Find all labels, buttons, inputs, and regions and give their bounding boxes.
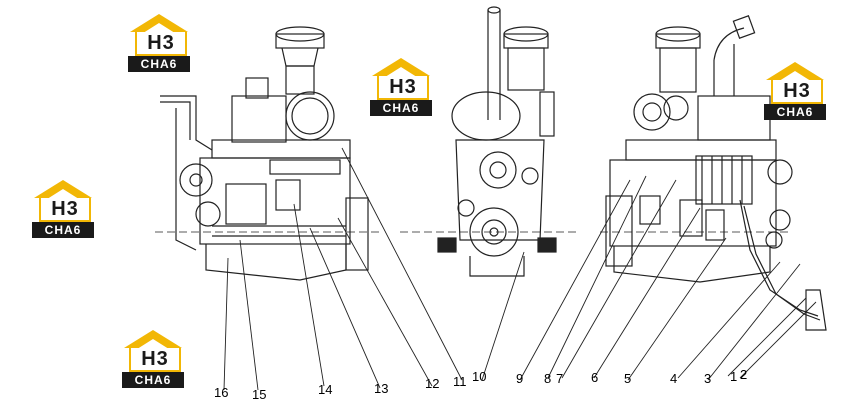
brand-logo: H3 CHA6 <box>120 330 186 390</box>
callout-3: 3 <box>704 371 712 386</box>
callout-13: 13 <box>374 381 389 396</box>
callout-15: 15 <box>252 387 267 402</box>
brand-logo: H3 CHA6 <box>368 58 434 118</box>
callout-5: 5 <box>624 371 632 386</box>
left-side-view <box>160 26 369 281</box>
logo-band: CHA6 <box>764 104 826 120</box>
callout-12: 12 <box>425 376 440 391</box>
brand-logo: H3 CHA6 <box>30 180 96 240</box>
callout-2: 2 <box>740 367 748 382</box>
callout-10: 10 <box>472 369 487 384</box>
callout-14: 14 <box>318 382 333 397</box>
logo-band: CHA6 <box>32 222 94 238</box>
logo-band: CHA6 <box>370 100 432 116</box>
logo-mark: H3 <box>771 80 823 104</box>
callout-8: 8 <box>544 371 552 386</box>
callout-9: 9 <box>516 371 524 386</box>
callout-6: 6 <box>591 370 599 385</box>
callout-1: 1 <box>730 369 738 384</box>
logo-mark: H3 <box>129 348 181 372</box>
brand-logo: H3 CHA6 <box>126 14 192 74</box>
logo-mark: H3 <box>135 32 187 56</box>
logo-mark: H3 <box>39 198 91 222</box>
logo-mark: H3 <box>377 76 429 100</box>
callout-4: 4 <box>670 371 678 386</box>
callout-11: 11 <box>453 374 467 389</box>
callout-7: 7 <box>556 371 564 386</box>
logo-band: CHA6 <box>122 372 184 388</box>
callout-16: 16 <box>214 385 229 400</box>
leader-lines <box>223 147 817 391</box>
logo-band: CHA6 <box>128 56 190 72</box>
brand-logo: H3 CHA6 <box>762 62 828 122</box>
front-view <box>437 6 557 277</box>
